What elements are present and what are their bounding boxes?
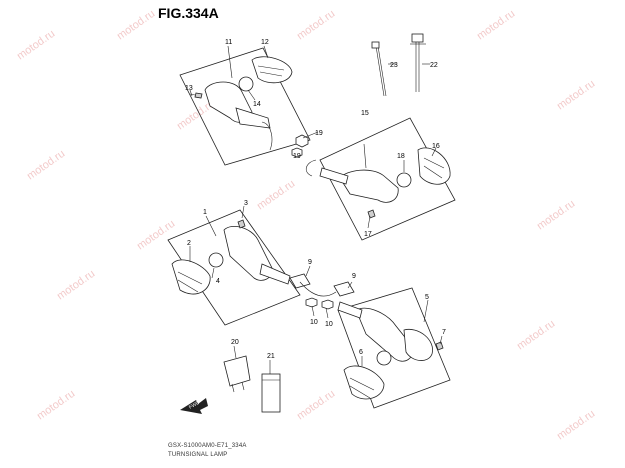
callout-14: 14 (253, 101, 261, 108)
callout-3: 3 (244, 200, 248, 207)
callout-12: 12 (261, 39, 269, 46)
watermark: motod.ru (135, 218, 177, 253)
watermark: motod.ru (515, 318, 557, 353)
watermark: motod.ru (25, 148, 67, 183)
fwd-arrow: FWD (180, 398, 208, 414)
housing-15 (339, 169, 399, 203)
callout-9: 9 (308, 259, 312, 266)
watermark: motod.ru (35, 388, 77, 423)
tie-23 (375, 45, 385, 97)
connector-parts (289, 265, 355, 319)
callout-7: 7 (442, 329, 446, 336)
lens-5b (403, 328, 433, 361)
callout-15: 15 (361, 110, 369, 117)
group-11-rear-left-lamp (179, 45, 319, 166)
screw-3 (237, 219, 246, 229)
callout-13: 13 (185, 85, 193, 92)
callout-22: 22 (430, 62, 438, 69)
relay-parts (223, 345, 281, 413)
lens-16 (417, 147, 451, 185)
stem-5 (337, 301, 363, 319)
bulb-18 (396, 172, 412, 188)
screw-17 (367, 209, 376, 219)
callout-2: 2 (187, 240, 191, 247)
stem-15 (319, 167, 349, 185)
callout-19: 19 (315, 130, 323, 137)
bulb-14 (238, 76, 254, 92)
callout-21: 21 (267, 353, 275, 360)
washer-19b (291, 147, 303, 158)
callout-10: 10 (310, 319, 318, 326)
figure-caption: TURNSIGNAL LAMP (168, 452, 228, 458)
nut-19a (295, 134, 309, 148)
clamp-9b (333, 281, 355, 297)
lens-6 (343, 365, 385, 400)
cable-ties (371, 33, 430, 97)
cover-21 (261, 373, 281, 413)
figure-code: GSX-S1000AM0-E71_334A (168, 443, 247, 449)
callout-4: 4 (216, 278, 220, 285)
relay-20 (223, 355, 251, 387)
watermark: motod.ru (15, 28, 57, 63)
callout-1: 1 (203, 209, 207, 216)
bulb-4 (208, 252, 224, 268)
watermark: motod.ru (295, 388, 337, 423)
callout-6: 6 (359, 349, 363, 356)
callout-9b: 9 (352, 273, 356, 280)
callout-23: 23 (390, 62, 398, 69)
frame-11 (179, 47, 311, 166)
callout-16: 16 (432, 143, 440, 150)
tie-22-head (411, 33, 424, 43)
fwd-arrow-icon (180, 398, 208, 414)
lens-2 (171, 259, 211, 295)
screw-7 (435, 341, 444, 351)
group-5-front-right-lamp (337, 287, 451, 409)
callout-19b: 19 (293, 153, 301, 160)
nut-10a (305, 297, 318, 308)
watermark: motod.ru (555, 78, 597, 113)
watermark: motod.ru (255, 178, 297, 213)
group-1-front-left-lamp (167, 205, 301, 326)
group-15-rear-right-lamp (305, 117, 456, 241)
fwd-label: FWD (188, 400, 201, 411)
callout-10b: 10 (325, 321, 333, 328)
watermark: motod.ru (55, 268, 97, 303)
stem-11 (235, 107, 271, 129)
stem-1 (259, 263, 291, 285)
watermark: motod.ru (555, 408, 597, 443)
callout-20: 20 (231, 339, 239, 346)
lens-12 (251, 56, 293, 84)
clamp-9a (289, 273, 311, 289)
callout-18: 18 (397, 153, 405, 160)
watermark: motod.ru (535, 198, 577, 233)
frame-15 (319, 117, 456, 241)
callout-11: 11 (225, 39, 232, 46)
watermark: motod.ru (475, 8, 517, 43)
figure-title: FIG.334A (158, 5, 219, 21)
tie-23-head (371, 41, 380, 49)
watermark: motod.ru (295, 8, 337, 43)
callout-5: 5 (425, 294, 429, 301)
watermark: motod.ru (115, 8, 157, 43)
nut-10b (321, 299, 334, 310)
watermark-layer: motod.ru motod.ru motod.ru motod.ru moto… (15, 8, 597, 443)
callout-17: 17 (364, 231, 372, 238)
callout-labels: 11 12 13 14 19 19 15 16 18 17 23 22 1 3 … (185, 39, 446, 360)
frame-1 (167, 209, 301, 326)
bulb-8 (376, 350, 392, 366)
